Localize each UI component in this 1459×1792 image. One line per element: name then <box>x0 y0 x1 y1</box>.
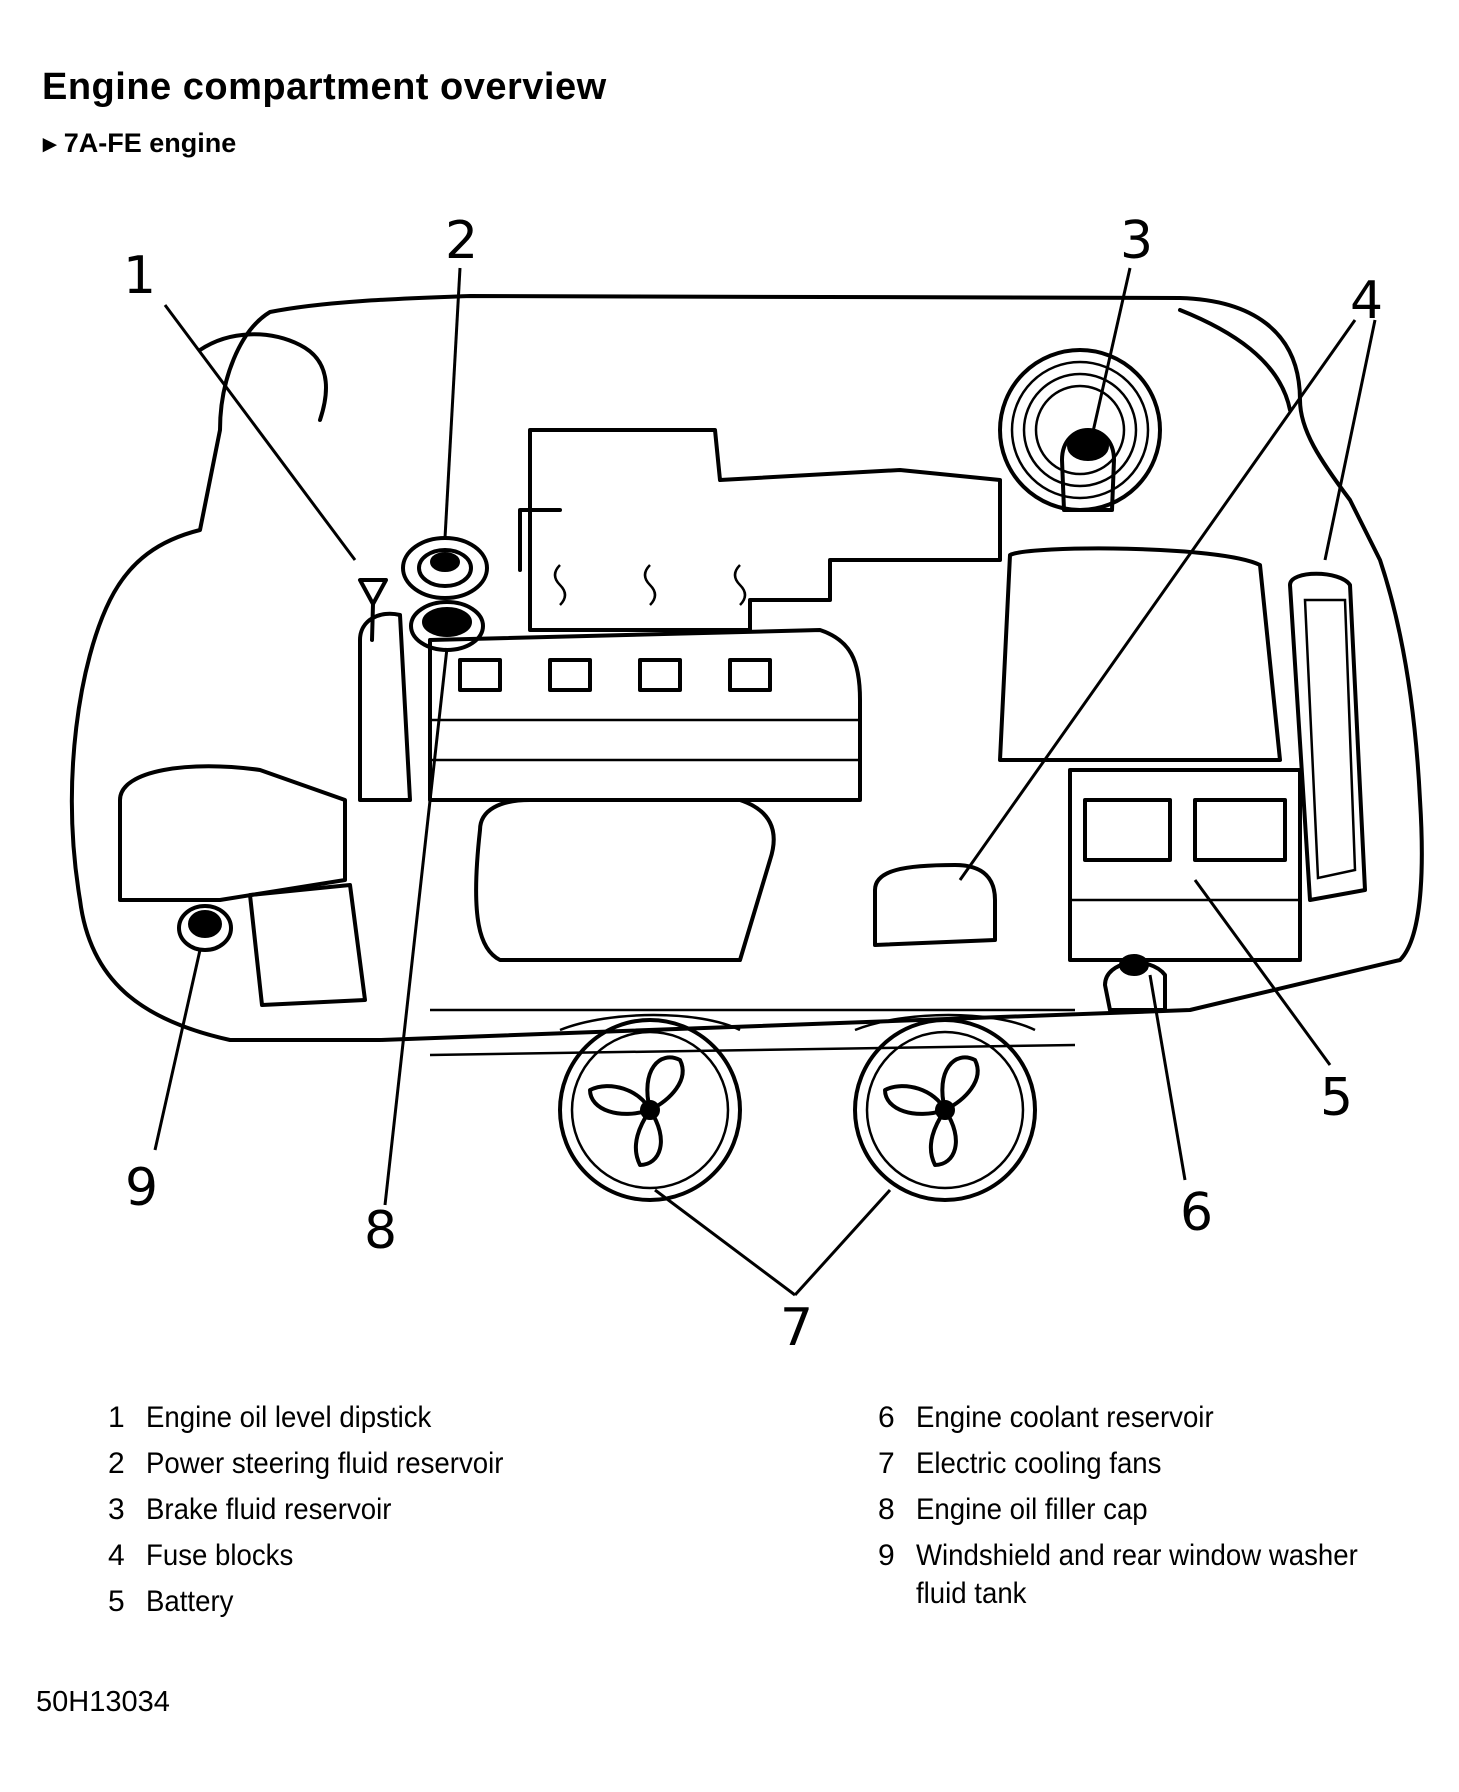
legend-number: 1 <box>108 1401 125 1434</box>
legend-item: 4 Fuse blocks <box>108 1536 708 1582</box>
air-cleaner <box>998 546 1282 762</box>
legend-number: 4 <box>108 1539 125 1572</box>
engine-subtitle-text: 7A-FE engine <box>63 128 237 158</box>
coolant-reservoir <box>1103 954 1167 1012</box>
legend-label: Brake fluid reservoir <box>146 1493 392 1526</box>
callout-3: 3 <box>1120 211 1153 271</box>
callout-4: 4 <box>1350 271 1383 331</box>
legend-right-column: 6 Engine coolant reservoir 7 Electric cool… <box>878 1398 1438 1620</box>
fuse-block-relay <box>873 863 997 947</box>
legend-left-column: 1 Engine oil level dipstick 2 Power steeri… <box>108 1398 708 1628</box>
legend-item: 5 Battery <box>108 1582 708 1628</box>
page-title: Engine compartment overview <box>42 66 607 108</box>
legend-label: Electric cooling fans <box>916 1447 1162 1480</box>
legend-item: 2 Power steering fluid reservoir <box>108 1444 708 1490</box>
legend-number: 9 <box>878 1539 895 1572</box>
legend-item: 9 Windshield and rear window washer fluid … <box>878 1536 1438 1620</box>
legend-number: 5 <box>108 1585 125 1618</box>
legend-item: 7 Electric cooling fans <box>878 1444 1438 1490</box>
legend-label: Fuse blocks <box>146 1539 294 1572</box>
radiator-support <box>429 1008 1076 1057</box>
callout-9: 9 <box>125 1158 158 1218</box>
callout-6: 6 <box>1180 1183 1213 1243</box>
callout-5: 5 <box>1320 1068 1353 1128</box>
legend-number: 8 <box>878 1493 895 1526</box>
dipstick-handle <box>358 578 388 642</box>
legend-label: Engine coolant reservoir <box>916 1401 1214 1434</box>
callout-1: 1 <box>123 246 156 306</box>
legend-number: 2 <box>108 1447 125 1480</box>
figure-code: 50H13034 <box>36 1686 170 1718</box>
brake-fluid-reservoir <box>1060 428 1116 512</box>
legend-item: 3 Brake fluid reservoir <box>108 1490 708 1536</box>
cooling-fan-left <box>558 1013 742 1202</box>
leader-lines <box>153 267 1377 1297</box>
legend-item: 6 Engine coolant reservoir <box>878 1398 1438 1444</box>
legend-label: Engine oil level dipstick <box>146 1401 432 1434</box>
callout-8: 8 <box>364 1201 397 1261</box>
engine-subtitle: ►7A-FE engine <box>38 128 236 159</box>
legend-label: Power steering fluid reservoir <box>146 1447 504 1480</box>
washer-fluid-tank <box>118 764 367 1007</box>
legend-number: 6 <box>878 1401 895 1434</box>
legend-number: 7 <box>878 1447 895 1480</box>
callout-2: 2 <box>445 211 478 271</box>
pointer-arrow-icon: ► <box>38 131 62 158</box>
cooling-fan-right <box>853 1013 1037 1202</box>
legend-label-continued: fluid tank <box>916 1577 1027 1610</box>
battery <box>1068 768 1302 962</box>
fuse-block-main <box>1288 571 1367 902</box>
compartment-outline <box>69 294 1424 1042</box>
legend-item: 8 Engine oil filler cap <box>878 1490 1438 1536</box>
legend-label: Windshield and rear window washer <box>916 1539 1358 1572</box>
callout-7: 7 <box>780 1298 813 1358</box>
power-steering-reservoir-cap <box>401 536 489 600</box>
legend-item: 1 Engine oil level dipstick <box>108 1398 708 1444</box>
legend-number: 3 <box>108 1493 125 1526</box>
legend-label: Engine oil filler cap <box>916 1493 1148 1526</box>
oil-filler-cap <box>409 600 485 652</box>
legend-label: Battery <box>146 1585 234 1618</box>
engine-block <box>358 428 1002 962</box>
